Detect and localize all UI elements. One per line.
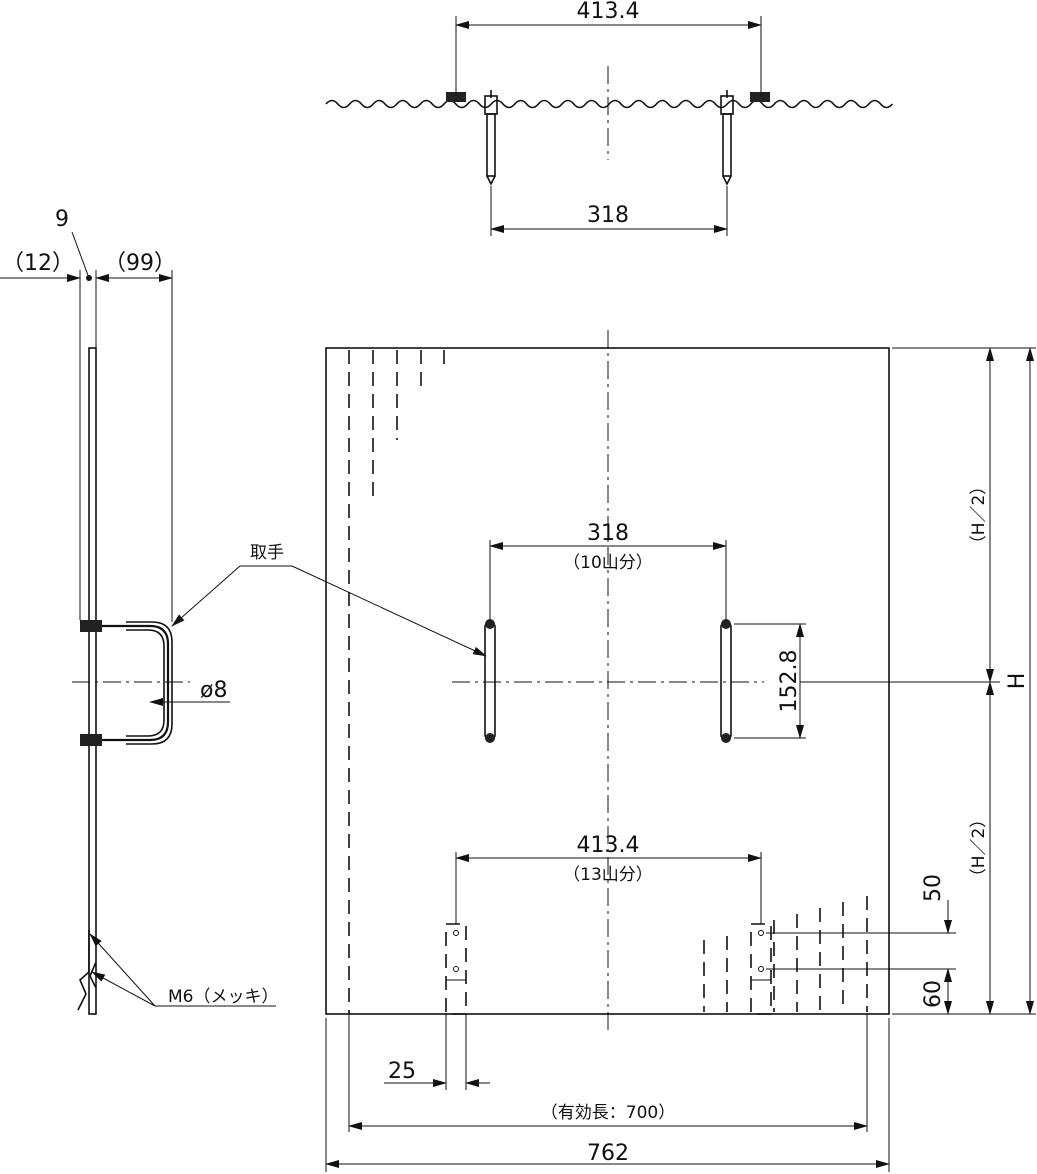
handle-length-label: 152.8: [777, 650, 802, 713]
bolt-label: M6（メッキ）: [168, 987, 278, 1007]
handle-pitch-sub-label: （10山分）: [563, 553, 653, 573]
side-view: （12） 9 （99） ø8 M6（メッキ）: [0, 207, 278, 1015]
front-handle-left: [484, 619, 496, 743]
top-bracket-left: [446, 92, 466, 102]
top-anchor-pitch-label: 318: [587, 203, 629, 228]
front-handle-right: [720, 619, 732, 743]
side-plate: [88, 347, 97, 1015]
side-99-label: （99）: [104, 251, 176, 276]
side-bolt-hook: [77, 930, 97, 1011]
handle-pitch-label: 318: [587, 521, 629, 546]
top-anchor-right: [720, 90, 734, 186]
side-handle: [96, 624, 170, 742]
top-view: 413.4 318: [325, 0, 894, 236]
bracket-width-label: 25: [388, 1059, 416, 1084]
front-bracket-left: [445, 923, 467, 1015]
top-bracket-right: [750, 92, 770, 102]
top-span-label: 413.4: [577, 0, 640, 24]
side-12-label: （12）: [2, 251, 74, 276]
handle-label: 取手: [250, 543, 284, 563]
handle-callout: 取手: [171, 543, 487, 657]
bolt-offset-60-label: 60: [921, 980, 946, 1008]
effective-length-label: （有効長：700）: [541, 1103, 675, 1123]
total-width-label: 762: [587, 1141, 629, 1166]
bottom-pitch-sub-label: （13山分）: [563, 865, 653, 885]
height-label: H: [1005, 673, 1030, 690]
half-height-upper-label: （H／2）: [969, 478, 989, 553]
front-view: 318 （10山分） 152.8 413.4 （13山分） （H／2） （H／2…: [325, 330, 1036, 1172]
top-anchor-left: [484, 90, 498, 186]
side-9-label: 9: [55, 207, 69, 232]
bolt-offset-50-label: 50: [921, 874, 946, 902]
half-height-lower-label: （H／2）: [969, 811, 989, 886]
bottom-pitch-label: 413.4: [577, 833, 640, 858]
corrugated-profile: [325, 99, 894, 109]
rod-dia-label: ø8: [200, 678, 227, 703]
